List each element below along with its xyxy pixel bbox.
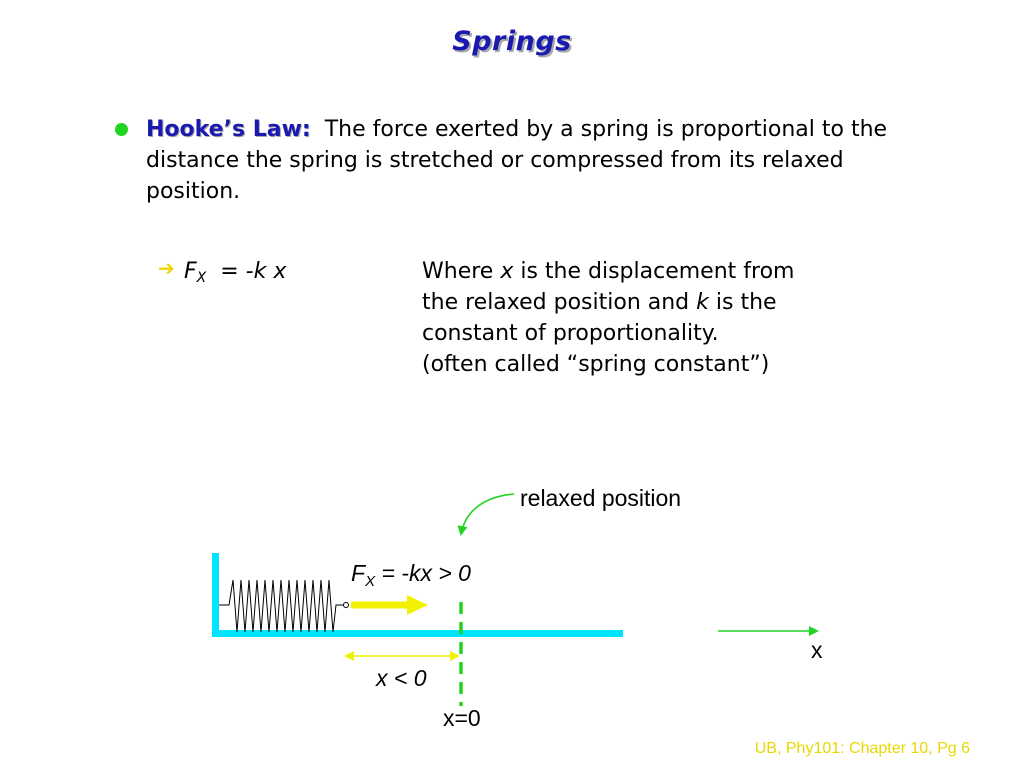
displacement-label: x < 0 [375,665,427,691]
spring-coil [219,579,344,633]
floor [212,630,623,637]
x-axis-label: x [811,637,823,663]
hookes-law-bullet: Hooke’s Law: The force exerted by a spri… [146,114,906,207]
arrow-right-icon: ➔ [158,256,175,280]
slide-title: Springs [452,26,572,57]
hookes-law-label: Hooke’s Law: [146,117,311,142]
bullet-dot [115,123,128,136]
origin-label: x=0 [443,705,481,731]
spring-end-mass [343,602,349,608]
relaxed-position-label: relaxed position [520,485,681,511]
hookes-law-text: The force exerted by a spring is proport… [146,117,888,204]
relaxed-position-pointer [457,493,515,536]
hookes-law-formula: FX = -k x [184,256,286,294]
formula-f: F [184,259,197,284]
force-label: FX = -kx > 0 [351,560,471,590]
slide-footer: UB, Phy101: Chapter 10, Pg 6 [754,740,970,757]
force-arrow-head [407,595,428,615]
wall [212,553,219,637]
formula-rest: = -k x [220,259,287,284]
explanation-line-1: Where x is the displacement from [422,259,795,284]
explanation-line-2: the relaxed position and k is the [422,290,777,315]
formula-explanation: Where x is the displacement from the rel… [422,256,902,380]
explanation-line-3: constant of proportionality. [422,321,719,346]
explanation-line-4: (often called “spring constant”) [422,352,770,377]
formula-sub: X [196,270,207,286]
